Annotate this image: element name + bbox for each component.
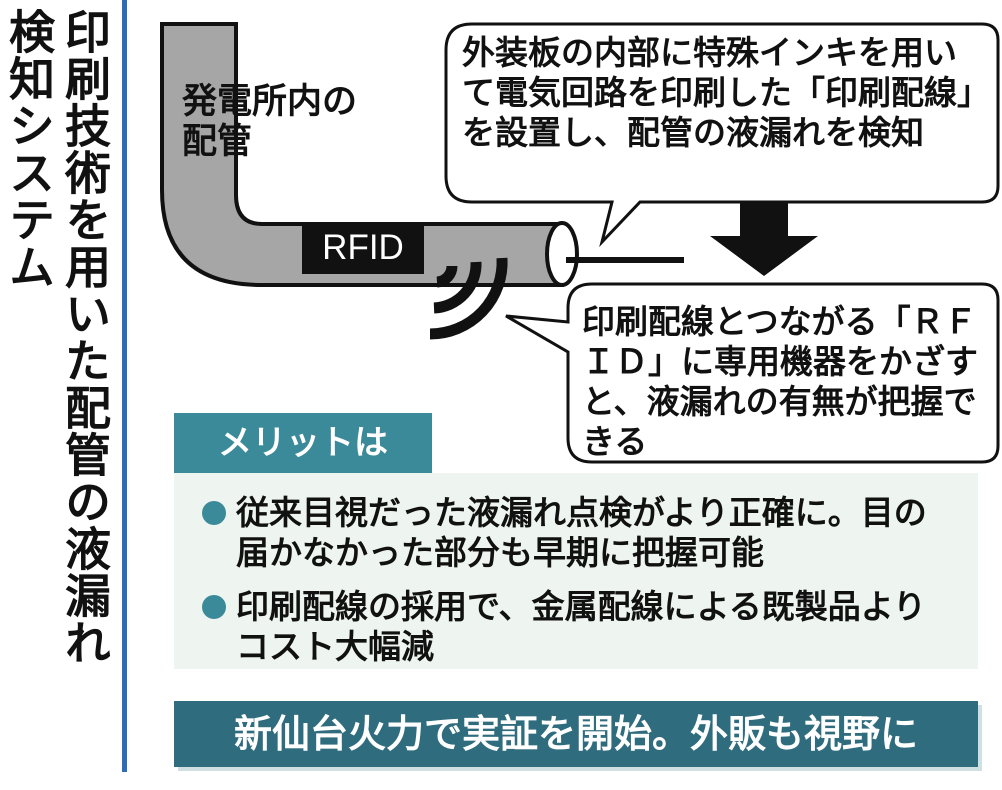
- rfid-tag: RFID: [302, 222, 424, 274]
- signal-wave-icon: [436, 265, 458, 288]
- title-rule: [122, 0, 127, 772]
- bullet-icon: [202, 595, 226, 619]
- bubble-top-text: 外装板の内部に特殊インキを用いて電気回路を印刷した「印刷配線」を設置し、配管の液…: [462, 33, 974, 152]
- merit-box: [174, 473, 978, 669]
- title-line-1: 印刷技術を用いた配管の液漏れ: [58, 8, 112, 666]
- merit-item-2: 印刷配線の採用で、金属配線による既製品よりコスト大幅減: [236, 587, 927, 666]
- title-line-2: 検知システム: [2, 8, 56, 290]
- signal-wave-icon: [429, 257, 508, 340]
- pipe-label-text: 発電所内の 配管: [182, 82, 358, 162]
- conclusion-banner: 新仙台火力で実証を開始。外販も視野に: [174, 701, 978, 767]
- merit-heading: メリットは: [174, 413, 432, 473]
- arrow-down-icon: [710, 202, 818, 276]
- pipe-end: [545, 221, 579, 287]
- bubble-bottom-text: 印刷配線とつながる「ＲＦＩＤ」に専用機器をかざすと、液漏れの有無が把握できる: [582, 302, 978, 461]
- speech-bubble-top: [444, 22, 1000, 248]
- bullet-icon: [202, 501, 226, 525]
- merit-item-1: 従来目視だった液漏れ点検がより正確に。目の届かなかった部分も早期に把握可能: [236, 493, 927, 572]
- speech-bubble-bottom: [505, 282, 1000, 464]
- signal-wave-icon: [433, 261, 482, 314]
- pipe-label: 発電所内の 配管: [182, 82, 357, 162]
